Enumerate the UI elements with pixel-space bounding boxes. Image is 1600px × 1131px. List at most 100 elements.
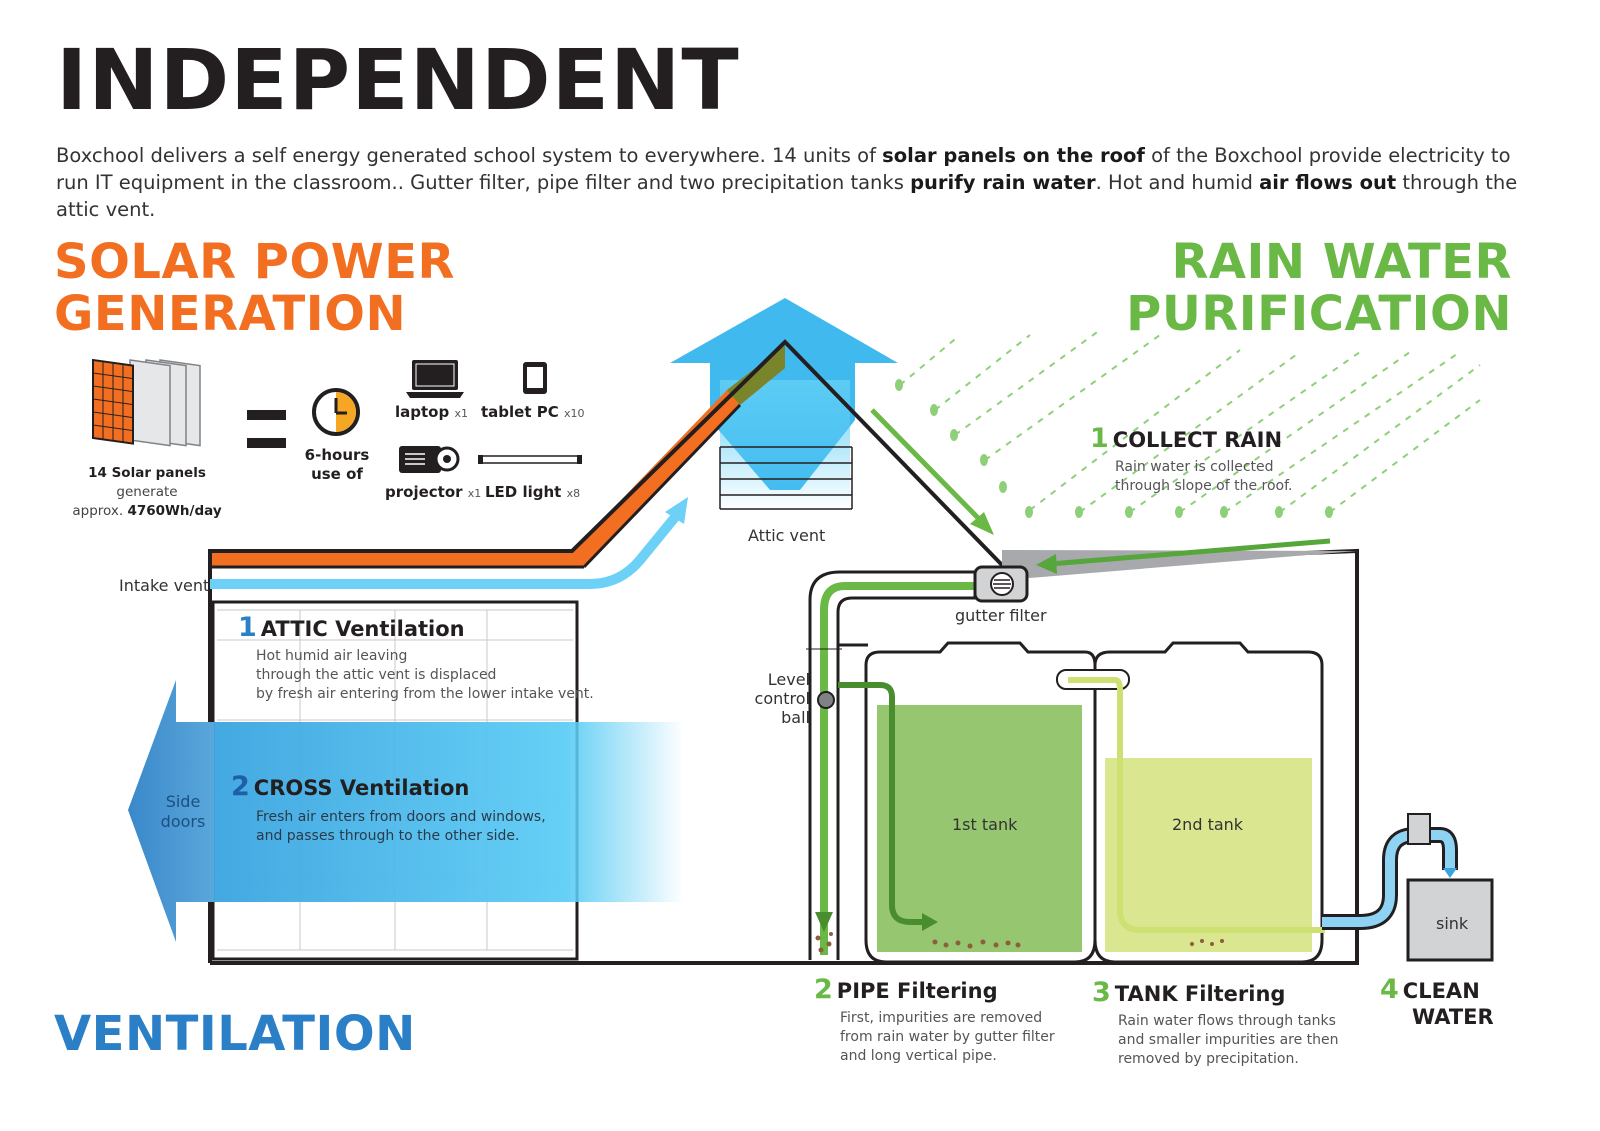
device-tablet: tablet PC x10 [481,403,585,421]
step-text-line: and smaller impurities are then [1118,1032,1339,1048]
roof-ridge-green [727,345,785,405]
label-line: ball [781,708,810,727]
step-title-line-2: WATER [1412,1005,1494,1029]
page-title: INDEPENDENT [56,31,740,129]
tanks [864,641,1324,964]
device-qty: x1 [467,487,482,500]
sink-label: sink [1436,914,1469,933]
intake-vent-arrow [210,512,680,589]
step-text-line: by fresh air entering from the lower int… [256,686,594,702]
intro-bold-3: air flows out [1259,171,1397,194]
step-text-line: Hot humid air leaving [256,648,408,664]
step-text-line: First, impurities are removed [840,1010,1043,1026]
step-title: CROSS Ventilation [253,776,470,800]
intro-text-2: of the Boxchool provide electricity to r… [56,144,1511,194]
solar-title-line-2: GENERATION [54,286,407,342]
device-qty: x8 [566,487,581,500]
sink-icon [1406,878,1494,962]
tank-sediment [932,939,1224,949]
intro-bold-1: solar panels on the roof [882,144,1145,167]
step-number: 1 [238,612,257,643]
step-number: 2 [814,974,833,1005]
projector-icon [399,446,460,473]
device-qty: x1 [454,407,468,420]
step-title: ATTIC Ventilation [260,617,465,641]
rain-drop-heads [895,379,1333,518]
step-title: CLEAN [1402,979,1480,1003]
pipe-sediment [815,932,833,953]
solar-panels-text: generate [116,484,178,500]
hours-line-1: 6-hours [304,446,370,464]
side-doors-line-2: doors [160,812,206,831]
step-title: TANK Filtering [1114,982,1286,1006]
intro-text-3: . Hot and humid [1095,171,1260,194]
led-light-icon [478,455,582,464]
solar-approx-text: approx. [72,503,128,519]
intro-bold-2: purify rain water [910,171,1096,194]
ventilation-section-title: VENTILATION [54,1006,416,1062]
rain-title-line-2: PURIFICATION [1126,286,1512,342]
level-control-ball-label: Level control ball [752,670,810,727]
hours-caption: 6-hours use of [300,446,374,484]
device-projector: projector x1 [385,483,481,501]
attic-vent-label: Attic vent [748,526,826,545]
equals-icon [247,410,286,448]
step-number: 3 [1092,977,1111,1008]
clock-icon [312,388,360,436]
gutter-slope [1002,550,1357,578]
solar-panels-icon [92,358,201,447]
tank-2-label: 2nd tank [1172,815,1244,834]
step-title: COLLECT RAIN [1112,428,1283,452]
intake-vent-label: Intake vent [119,576,210,595]
rain-section-title: RAIN WATER PURIFICATION [1126,236,1512,340]
step-text-line: Rain water flows through tanks [1118,1013,1336,1029]
tank-1-label: 1st tank [952,815,1018,834]
gutter-filter-label: gutter filter [955,606,1047,625]
step-text-line: Fresh air enters from doors and windows, [256,809,546,825]
intro-text-4: through the attic vent. [56,171,1518,221]
label-line: control [754,689,810,708]
solar-title-line-1: SOLAR POWER [54,234,455,290]
device-name: tablet PC [481,403,559,421]
device-qty: x10 [563,407,585,420]
rain-title-line-1: RAIN WATER [1171,234,1512,290]
step-number: 1 [1090,423,1109,454]
step-number: 4 [1380,974,1399,1005]
label-line: Level [767,670,810,689]
step-text-line: removed by precipitation. [1118,1051,1299,1067]
attic-vent-louvers [719,446,853,510]
step-number: 2 [231,771,250,802]
device-led-light: LED light x8 [485,483,580,501]
side-doors-arrow [128,680,214,942]
tablet-icon [523,362,547,394]
step-title: PIPE Filtering [836,979,998,1003]
house-outline [208,339,1359,965]
laptop-icon [406,360,464,398]
cross-ventilation-band [214,722,684,902]
step-text-line: through slope of the roof. [1115,478,1293,494]
step-text-line: and passes through to the other side. [256,828,520,844]
intro-paragraph: Boxchool delivers a self energy generate… [56,142,1536,223]
step-text-line: and long vertical pipe. [840,1048,997,1064]
device-name: LED light [485,483,562,501]
step-text-line: Rain water is collected [1115,459,1274,475]
gutter-filter-icon [973,565,1029,603]
solar-panels-caption: 14 Solar panels generate approx. 4760Wh/… [62,464,232,521]
solar-section-title: SOLAR POWER GENERATION [54,236,455,340]
solar-panels-count: 14 Solar panels [88,465,206,481]
device-name: laptop [395,403,450,421]
level-control-ball [817,691,835,709]
device-name: projector [385,483,463,501]
solar-output-value: 4760Wh/day [127,503,222,519]
device-laptop: laptop x1 [395,403,468,421]
step-text-line: through the attic vent is displaced [256,667,497,683]
rain-drops [899,329,1481,513]
side-doors-label: Side doors [150,792,216,832]
